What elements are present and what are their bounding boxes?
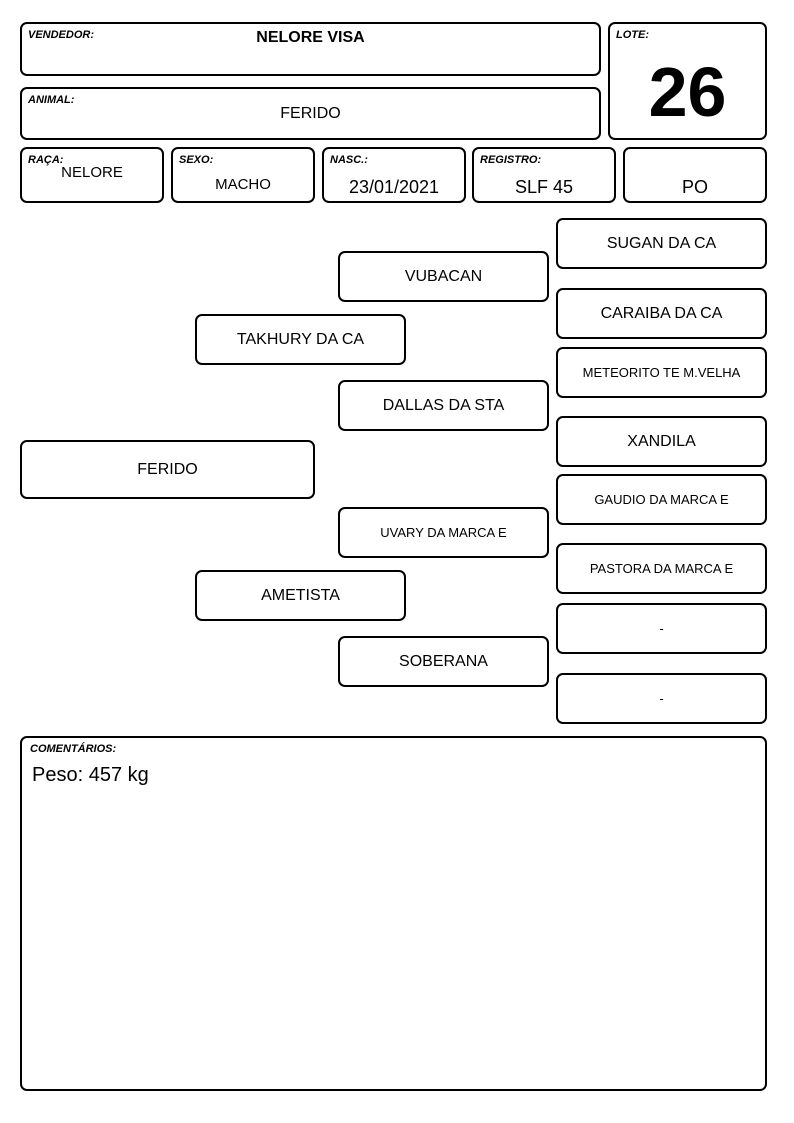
pedigree-dam-sire: UVARY DA MARCA E bbox=[338, 507, 549, 558]
categoria-value: PO bbox=[681, 177, 708, 197]
nasc-value: 23/01/2021 bbox=[348, 177, 440, 197]
pedigree-sire-sire: VUBACAN bbox=[338, 251, 549, 302]
raca-box: RAÇA: NELORE bbox=[20, 147, 164, 203]
animal-box: ANIMAL: FERIDO bbox=[20, 87, 601, 140]
comments-text: Peso: 457 kg bbox=[32, 764, 149, 786]
pedigree-great-grandparent-2: CARAIBA DA CA bbox=[556, 288, 767, 339]
nasc-label: NASC.: bbox=[330, 154, 368, 166]
animal-label: ANIMAL: bbox=[28, 94, 75, 106]
vendedor-value: NELORE VISA bbox=[256, 29, 365, 46]
lote-value: 26 bbox=[648, 53, 727, 131]
pedigree-great-grandparent-8: - bbox=[556, 673, 767, 724]
pedigree-great-grandparent-1: SUGAN DA CA bbox=[556, 218, 767, 269]
vendedor-label: VENDEDOR: bbox=[28, 29, 95, 41]
pedigree-dam: AMETISTA bbox=[195, 570, 406, 621]
vendedor-box: VENDEDOR: NELORE VISA bbox=[20, 22, 601, 76]
pedigree-great-grandparent-7: - bbox=[556, 603, 767, 654]
categoria-box: PO bbox=[623, 147, 767, 203]
pedigree-great-grandparent-5: GAUDIO DA MARCA E bbox=[556, 474, 767, 525]
raca-value: NELORE bbox=[61, 164, 123, 181]
animal-value: FERIDO bbox=[280, 105, 341, 122]
pedigree-great-grandparent-6: PASTORA DA MARCA E bbox=[556, 543, 767, 594]
nasc-box: NASC.: 23/01/2021 bbox=[322, 147, 466, 203]
pedigree-great-grandparent-4: XANDILA bbox=[556, 416, 767, 467]
pedigree-sire: TAKHURY DA CA bbox=[195, 314, 406, 365]
sexo-label: SEXO: bbox=[179, 154, 214, 166]
pedigree-sire-dam: DALLAS DA STA bbox=[338, 380, 549, 431]
pedigree-great-grandparent-3: METEORITO TE M.VELHA bbox=[556, 347, 767, 398]
lote-label: LOTE: bbox=[616, 29, 649, 41]
comments-label: COMENTÁRIOS: bbox=[30, 743, 117, 755]
lote-box: LOTE: 26 bbox=[608, 22, 767, 140]
registro-label: REGISTRO: bbox=[480, 154, 542, 166]
sexo-value: MACHO bbox=[215, 176, 271, 193]
pedigree-animal: FERIDO bbox=[20, 440, 315, 499]
sexo-box: SEXO: MACHO bbox=[171, 147, 315, 203]
registro-value: SLF 45 bbox=[514, 177, 574, 197]
registro-box: REGISTRO: SLF 45 bbox=[472, 147, 616, 203]
pedigree-dam-dam: SOBERANA bbox=[338, 636, 549, 687]
comments-box: COMENTÁRIOS: Peso: 457 kg bbox=[20, 736, 767, 1091]
raca-label: RAÇA: bbox=[28, 154, 64, 166]
